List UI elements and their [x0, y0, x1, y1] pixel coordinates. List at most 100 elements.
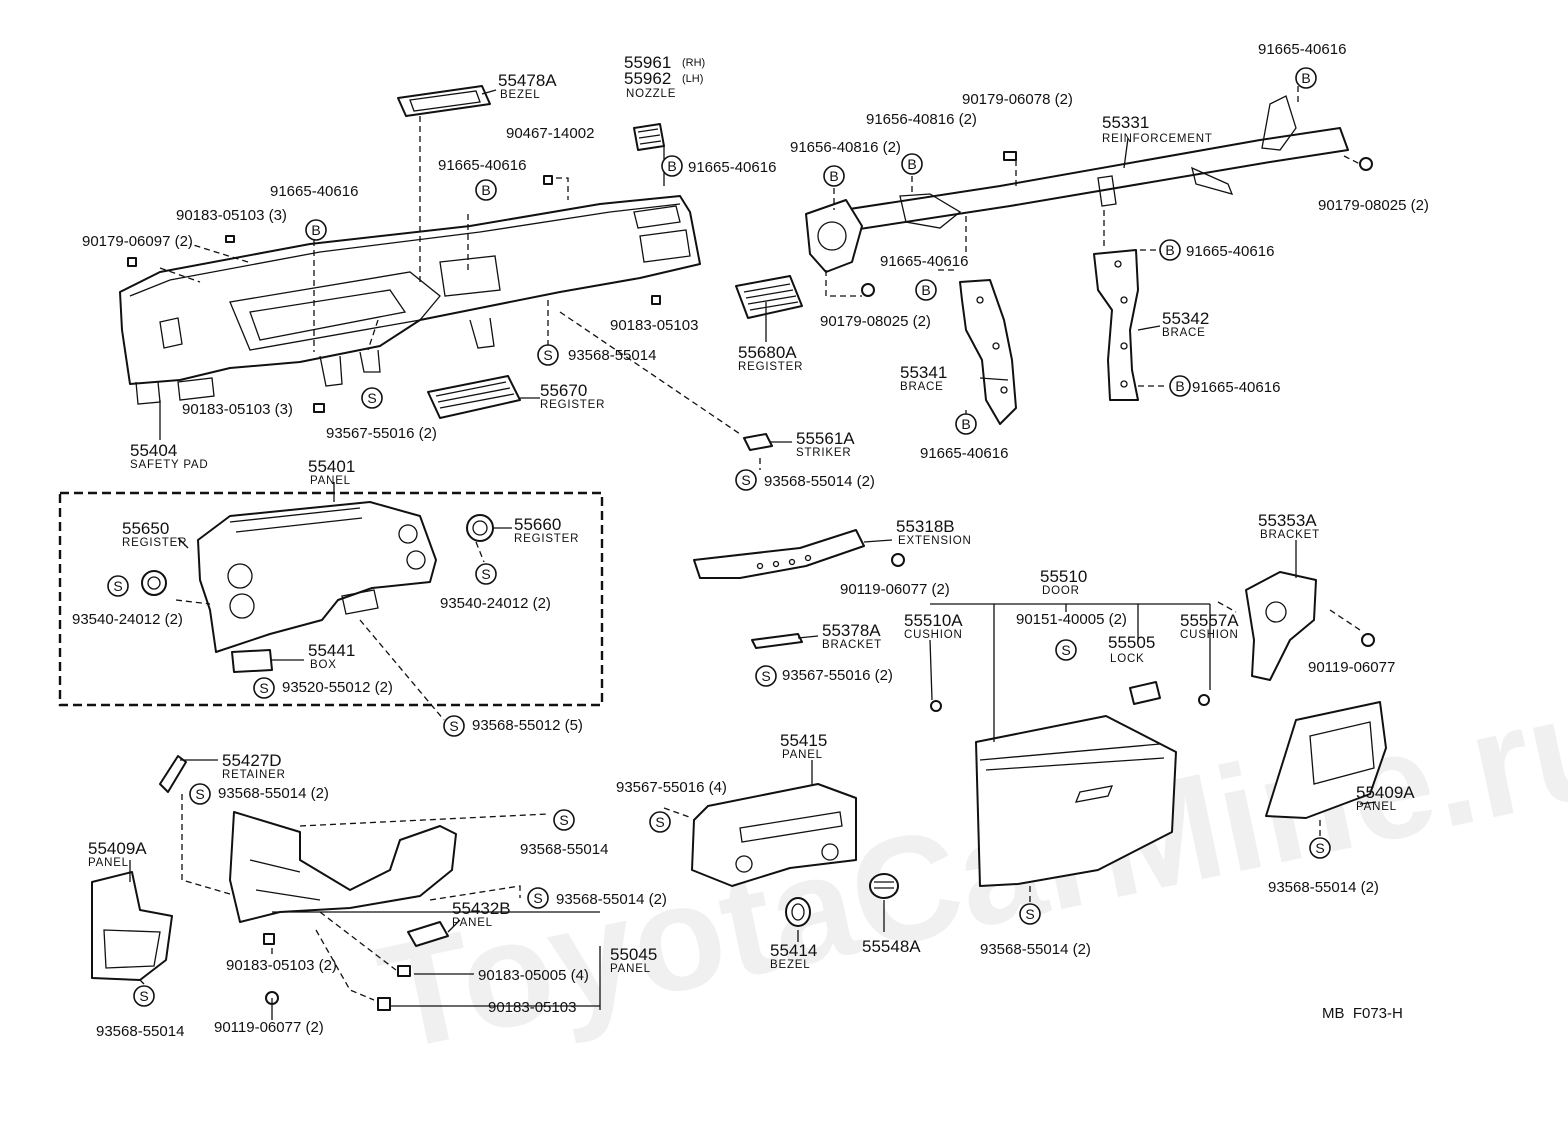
part-name-55432b: PANEL [452, 917, 493, 929]
fastener-labels: 91665-40616 91656-40816 (2) 90179-06078 … [72, 41, 1429, 1040]
svg-text:B: B [1165, 242, 1174, 258]
part-name-55409a-left: PANEL [88, 857, 129, 869]
part-name-55510: DOOR [1042, 585, 1080, 597]
part-name-55331: REINFORCEMENT [1102, 133, 1213, 145]
svg-text:S: S [1025, 906, 1034, 922]
fastener-label: 93568-55014 (2) [980, 941, 1091, 958]
part-name-55045: PANEL [610, 963, 651, 975]
part-no-55341: 55341 [900, 363, 947, 382]
fastener-label: 90183-05103 (3) [182, 401, 293, 418]
part-name-55478a: BEZEL [500, 89, 540, 101]
part-name-55561a: STRIKER [796, 447, 851, 459]
bracket-55378a-drawing [751, 633, 803, 649]
panel-55401-group-box [58, 491, 604, 707]
part-55548a-drawing [869, 873, 899, 899]
part-no-55045: 55045 [610, 945, 657, 964]
part-no-55561a: 55561A [796, 429, 855, 448]
striker-55561a-drawing [743, 433, 773, 451]
fastener-label: 93520-55012 (2) [282, 679, 393, 696]
bezel-55478a-drawing [397, 85, 491, 117]
part-name-55378a: BRACKET [822, 639, 882, 651]
part-name-55342: BRACE [1162, 327, 1206, 339]
fastener-label: 91665-40616 [880, 253, 968, 270]
part-name-55427d: RETAINER [222, 769, 286, 781]
part-no-55353a: 55353A [1258, 511, 1317, 530]
fastener-label: 93568-55014 (2) [556, 891, 667, 908]
part-no-55441: 55441 [308, 641, 355, 660]
part-name-55680a: REGISTER [738, 361, 803, 373]
part-tag-55962: (LH) [682, 73, 703, 85]
panel-55432b-drawing [407, 921, 449, 947]
part-no-55331: 55331 [1102, 113, 1149, 132]
part-no-55415: 55415 [780, 731, 827, 750]
part-name-55441: BOX [310, 659, 337, 671]
part-labels: 55478A BEZEL 55961 (RH) 55962 (LH) NOZZL… [88, 53, 1415, 975]
dashed-lines [139, 86, 1361, 1001]
svg-text:B: B [481, 182, 490, 198]
fastener-label: 90151-40005 (2) [1016, 611, 1127, 628]
fastener-label: 90183-05103 (3) [176, 207, 287, 224]
fastener-label: 91665-40616 [270, 183, 358, 200]
fastener-label: 90179-08025 (2) [820, 313, 931, 330]
part-no-55660: 55660 [514, 515, 561, 534]
svg-text:S: S [367, 390, 376, 406]
nozzle-55961-drawing [633, 123, 665, 151]
part-tag-55961: (RH) [682, 57, 705, 69]
fastener-label: 93568-55014 (2) [1268, 879, 1379, 896]
fastener-label: 93568-55014 [568, 347, 656, 364]
extension-55318b-drawing [693, 529, 865, 579]
part-no-55409a-left: 55409A [88, 839, 147, 858]
svg-text:S: S [1315, 840, 1324, 856]
register-55660-drawing [466, 514, 494, 542]
part-name-55650: REGISTER [122, 537, 187, 549]
part-no-55427d: 55427D [222, 751, 282, 770]
svg-text:B: B [829, 168, 838, 184]
part-no-55961: 55961 [624, 53, 671, 72]
fastener-label: 91665-40616 [1186, 243, 1274, 260]
svg-text:S: S [259, 680, 268, 696]
fastener-label: 93567-55016 (2) [326, 425, 437, 442]
register-55680a-drawing [735, 275, 803, 319]
fastener-label: 93568-55014 (2) [218, 785, 329, 802]
fastener-label: 91656-40816 (2) [790, 139, 901, 156]
svg-text:B: B [907, 156, 916, 172]
fastener-label: 90119-06077 (2) [840, 581, 950, 598]
fastener-label: 90183-05103 [610, 317, 698, 334]
part-no-55378a: 55378A [822, 621, 881, 640]
fastener-label: 90119-06077 [1308, 659, 1395, 676]
fastener-label: 91665-40616 [920, 445, 1008, 462]
part-name-55409a-right: PANEL [1356, 801, 1397, 813]
part-name-55415: PANEL [782, 749, 823, 761]
safety-pad-55404-drawing [119, 195, 701, 405]
fastener-label: 91665-40616 [1258, 41, 1346, 58]
part-no-55432b: 55432B [452, 899, 511, 918]
part-no-55404: 55404 [130, 441, 177, 460]
svg-text:B: B [1175, 378, 1184, 394]
bezel-55414-drawing [785, 897, 811, 927]
fastener-label: 91665-40616 [438, 157, 526, 174]
fastener-label: 90183-05103 [488, 999, 576, 1016]
symbol-markers: B B B B B B B B B B S S S S S S S S S S … [107, 67, 1331, 1007]
fastener-label: 91665-40616 [688, 159, 776, 176]
part-name-55414: BEZEL [770, 959, 810, 971]
brace-55341-drawing [959, 279, 1017, 425]
part-no-55342: 55342 [1162, 309, 1209, 328]
svg-text:S: S [655, 814, 664, 830]
cushion-55510a-drawing [930, 700, 942, 712]
part-no-55680a: 55680A [738, 343, 797, 362]
svg-text:S: S [741, 472, 750, 488]
door-55510-drawing [975, 715, 1177, 887]
fastener-label: 93568-55012 (5) [472, 717, 583, 734]
register-55650-drawing [141, 570, 167, 596]
svg-text:S: S [559, 812, 568, 828]
fastener-label: 93568-55014 [520, 841, 608, 858]
part-name-55670: REGISTER [540, 399, 605, 411]
part-no-55557a: 55557A [1180, 611, 1239, 630]
panel-55045-drawing [229, 811, 457, 923]
part-name-55505: LOCK [1110, 653, 1145, 665]
brace-55342-drawing [1093, 249, 1139, 401]
fastener-label: 93568-55014 (2) [764, 473, 875, 490]
fastener-label: 93567-55016 (4) [616, 779, 727, 796]
retainer-55427d-drawing [159, 755, 187, 793]
svg-text:S: S [533, 890, 542, 906]
